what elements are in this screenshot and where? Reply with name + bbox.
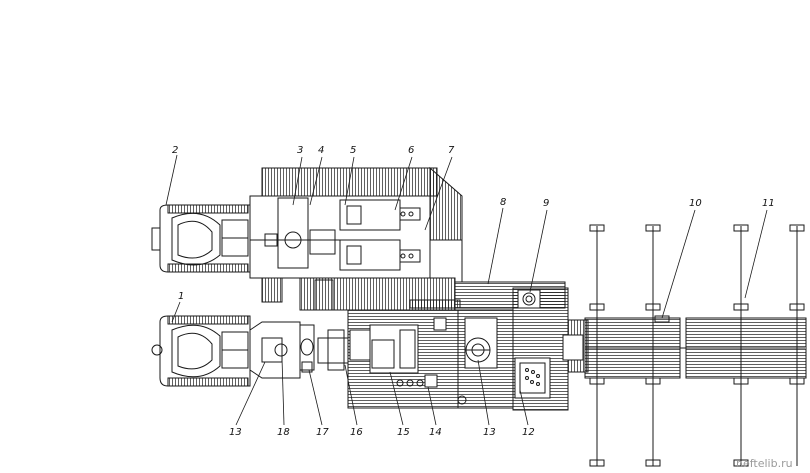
- rotary-table-area: [458, 310, 513, 408]
- pipe-ramp: [513, 288, 588, 410]
- callout-14: 14: [429, 427, 442, 438]
- callout-10: 10: [689, 198, 702, 209]
- callout-3: 3: [297, 145, 304, 156]
- callout-18: 18: [277, 427, 290, 438]
- callout-9: 9: [543, 198, 550, 209]
- callout-6: 6: [408, 145, 415, 156]
- lower-tractor-cab: [152, 316, 250, 386]
- callout-13-rotary: 13: [483, 427, 496, 438]
- callout-13-cab: 13: [229, 427, 242, 438]
- lower-carrier-frame: [250, 322, 348, 378]
- callout-8: 8: [500, 197, 507, 208]
- callout-17: 17: [316, 427, 329, 438]
- callout-16: 16: [350, 427, 363, 438]
- leader-lines: [166, 155, 767, 425]
- callout-12: 12: [522, 427, 535, 438]
- callout-15: 15: [397, 427, 410, 438]
- callout-1: 1: [178, 291, 185, 302]
- watermark: neftelib.ru: [736, 457, 793, 470]
- callout-5: 5: [350, 145, 357, 156]
- callout-11: 11: [762, 198, 775, 209]
- drawworks-skid: [348, 300, 466, 408]
- callout-4: 4: [318, 145, 325, 156]
- pipe-rack: [585, 225, 806, 466]
- callout-2: 2: [172, 145, 179, 156]
- upper-tractor-cab: [152, 205, 250, 272]
- callout-7: 7: [448, 145, 455, 156]
